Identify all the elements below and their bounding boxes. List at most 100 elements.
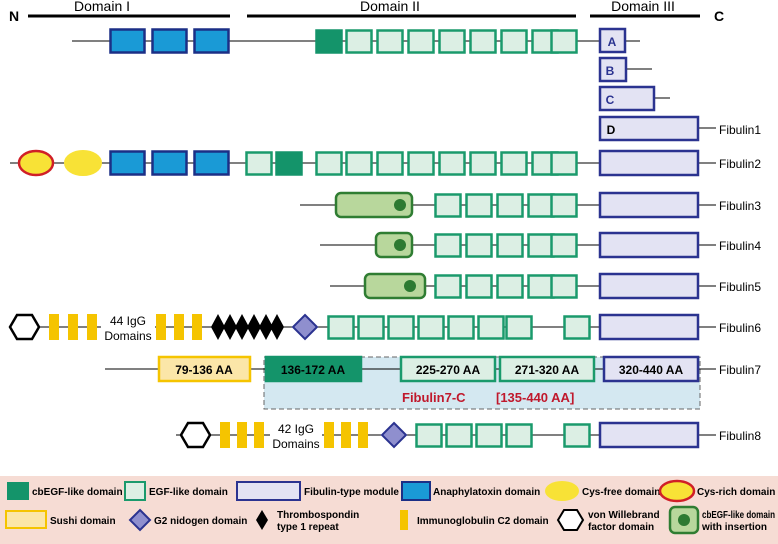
row-fibulin8: 42 IgG Domains Fibulin8 [176,419,761,451]
legend-label: Anaphylatoxin domain [433,487,540,498]
legend-label: cbEGF-like domain [702,510,775,521]
isoform-c-module [598,85,656,112]
fibulin7c-name: Fibulin7-C [402,390,466,405]
fibulin-module-swatch [236,481,301,501]
fibulin-module [598,421,700,449]
domain-i-label: Domain I [74,0,130,14]
egf-domain [357,315,385,340]
cbegf-segment [264,355,363,383]
domain-iii-label: Domain III [611,0,675,14]
egf-swatch [124,481,146,501]
cbegf-domain [315,29,343,54]
igc2-domain [68,314,78,340]
anaphylatoxin-domain [193,150,230,176]
isoform-a-label: A [608,35,617,49]
legend-label: Immunoglobulin C2 domain [417,516,549,527]
isoform-d-module [598,115,700,142]
legend-label: type 1 repeat [277,522,339,533]
egf-domain [563,423,591,448]
egf-segment [498,355,596,383]
igc2-domain [192,314,202,340]
row-label: Fibulin8 [719,429,761,443]
egf-domain [500,29,528,54]
isoform-c-label: C [606,93,615,107]
sushi-domain-segment [157,355,252,383]
egf-domain [496,274,524,299]
insertion-dot [404,280,416,292]
row-label: Fibulin4 [719,239,761,253]
sushi-swatch [5,510,47,529]
g2-nidogen-domain [380,421,408,449]
egf-domain [527,193,555,218]
legend-label: cbEGF-like domain [32,487,123,498]
anaphylatoxin-domain [109,28,146,54]
egf-domain [496,193,524,218]
egf-domain [387,315,415,340]
legend-item-cys-free: Cys-free domain [545,481,660,501]
row-fibulin1: A B C D Fibulin1 [72,27,761,142]
tsp1-repeat [235,314,249,340]
legend-label: factor domain [588,522,654,533]
row-fibulin3: Fibulin3 [300,191,761,219]
fibulin-module [598,149,700,177]
legend-item-cbegf: cbEGF-like domain [7,482,123,500]
legend-item-anaphylatoxin: Anaphylatoxin domain [401,481,540,501]
legend-item-vwf: von Willebrand factor domain [556,509,660,533]
anaphylatoxin-domain [151,150,188,176]
row-fibulin6: 44 IgG Domains Fibulin6 [8,311,761,343]
egf-domain [445,423,473,448]
legend-label: Cys-rich domain [697,487,775,498]
legend-label: EGF-like domain [149,487,228,498]
igc2-domain [174,314,184,340]
segment-label: 271-320 AA [515,363,580,377]
n-terminal-label: N [9,8,19,24]
egf-domain [345,151,373,176]
legend-item-fibulin-module: Fibulin-type module [236,481,399,501]
egf-domain [550,193,578,218]
legend-item-egf: EGF-like domain [124,481,228,501]
insertion-dot [678,514,690,526]
igc2-domain [220,422,230,448]
legend-item-tsp1: Thrombospondin type 1 repeat [256,510,359,533]
legend-label: von Willebrand [588,510,660,521]
egf-domain [475,423,503,448]
isoform-b-label: B [606,64,615,78]
egf-domain [465,233,493,258]
fibulin-module [598,272,700,300]
cys-free-swatch [545,481,579,501]
cys-rich-domain [17,149,55,177]
egf-domain [550,274,578,299]
row-label: Fibulin2 [719,157,761,171]
igc2-domain [87,314,97,340]
fibulin-module [598,313,700,341]
egf-domain [376,151,404,176]
legend-item-igc2: Immunoglobulin C2 domain [400,510,549,530]
header: N C Domain I Domain II Domain III [9,0,724,24]
igg-label-bg [101,311,155,343]
egf-domain [505,315,533,340]
egf-domain [469,29,497,54]
egf-domain [327,315,355,340]
cbegf-swatch [7,482,29,500]
egf-domain [550,233,578,258]
fibulin-module [598,231,700,259]
egf-domain [245,151,273,176]
igc2-domain [358,422,368,448]
egf-domain [434,233,462,258]
igc2-domain [237,422,247,448]
segment-label: 320-440 AA [619,363,684,377]
cbegf-insertion-domain [334,191,414,219]
egf-domain [465,274,493,299]
egf-domain [434,274,462,299]
isoform-b-module [598,56,628,83]
row-label: Fibulin6 [719,321,761,335]
tsp1-swatch [256,510,268,530]
tsp1-repeat [247,314,261,340]
row-label: Fibulin7 [719,363,761,377]
legend-label: Fibulin-type module [304,487,399,498]
egf-domain [345,29,373,54]
egf-domain [447,315,475,340]
igg-domains-label: Domains [272,437,319,451]
fibulin-module [598,191,700,219]
